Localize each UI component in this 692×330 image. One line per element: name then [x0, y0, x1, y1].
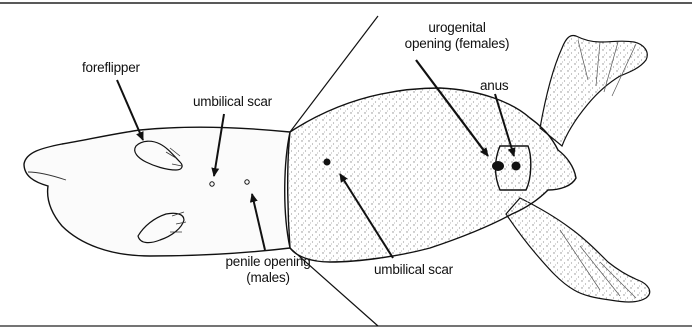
- hind-flipper-lower: [506, 198, 650, 302]
- urogenital-opening: [492, 161, 504, 171]
- label-penile-opening-line1: penile opening: [207, 254, 329, 270]
- label-urogenital-opening: urogenital opening (females): [394, 20, 520, 52]
- label-umbilical-scar: umbilical scar: [193, 94, 272, 110]
- label-urogenital-line2: opening (females): [394, 36, 520, 52]
- anus-opening: [512, 162, 521, 171]
- label-penile-opening: penile opening (males): [207, 254, 329, 286]
- label-penile-opening-line2: (males): [207, 270, 329, 286]
- label-umbilical-scar-dorsal: umbilical scar: [374, 262, 453, 278]
- label-anus: anus: [480, 78, 508, 94]
- label-urogenital-line1: urogenital: [394, 20, 520, 36]
- hind-flipper-upper: [540, 36, 647, 147]
- label-foreflipper: foreflipper: [82, 60, 140, 76]
- umbilical-scar-dorsal-mark: [324, 159, 331, 166]
